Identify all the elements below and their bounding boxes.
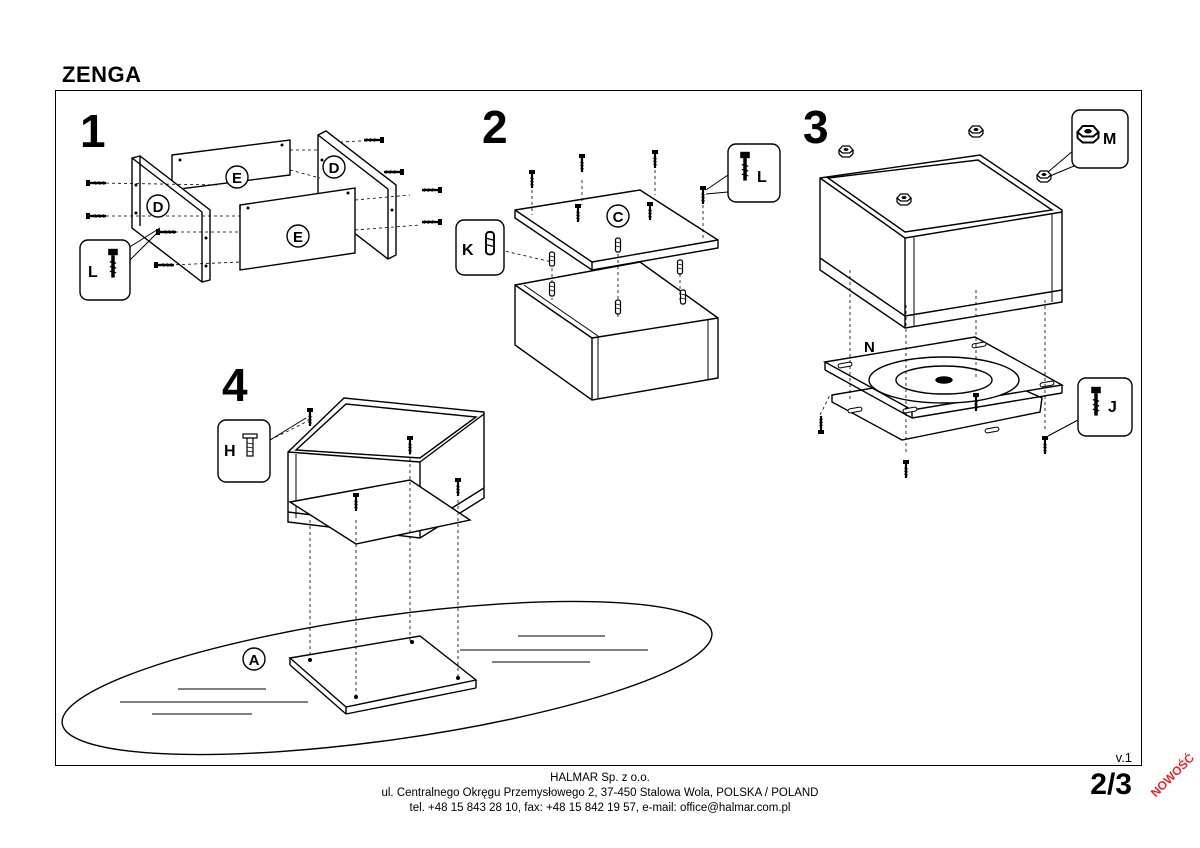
page-number: 2/3 <box>1090 768 1132 801</box>
part-label-a: A <box>249 652 260 669</box>
step-4-drawing <box>61 397 713 756</box>
step-number-2: 2 <box>482 101 508 153</box>
part-label-m: M <box>1103 131 1116 148</box>
part-label-d-2: D <box>153 199 164 216</box>
step-2-drawing <box>514 189 719 401</box>
part-label-l-2: L <box>757 169 767 186</box>
footer-company: HALMAR Sp. z o.o. <box>550 772 650 784</box>
step-number-1: 1 <box>80 105 106 157</box>
footer-address: ul. Centralnego Okręgu Przemysłowego 2, … <box>381 787 819 799</box>
part-label-e: E <box>232 170 242 187</box>
version-label: v.1 <box>1115 750 1132 765</box>
footer-contact: tel. +48 15 843 28 10, fax: +48 15 842 1… <box>409 802 791 814</box>
part-label-j: J <box>1108 399 1117 416</box>
part-label-d: D <box>329 160 340 177</box>
part-label-n: N <box>864 339 875 356</box>
part-label-h: H <box>224 443 236 460</box>
step-3-drawing <box>819 154 1065 441</box>
instruction-frame <box>55 90 1142 766</box>
part-label-k: K <box>462 242 474 259</box>
part-label-c: C <box>613 209 624 226</box>
step-number-3: 3 <box>803 101 829 153</box>
part-label-e-2: E <box>293 229 303 246</box>
step-number-4: 4 <box>222 359 248 411</box>
part-label-l: L <box>88 264 98 281</box>
document-title: ZENGA <box>62 62 142 87</box>
step-1-drawing <box>131 130 397 283</box>
